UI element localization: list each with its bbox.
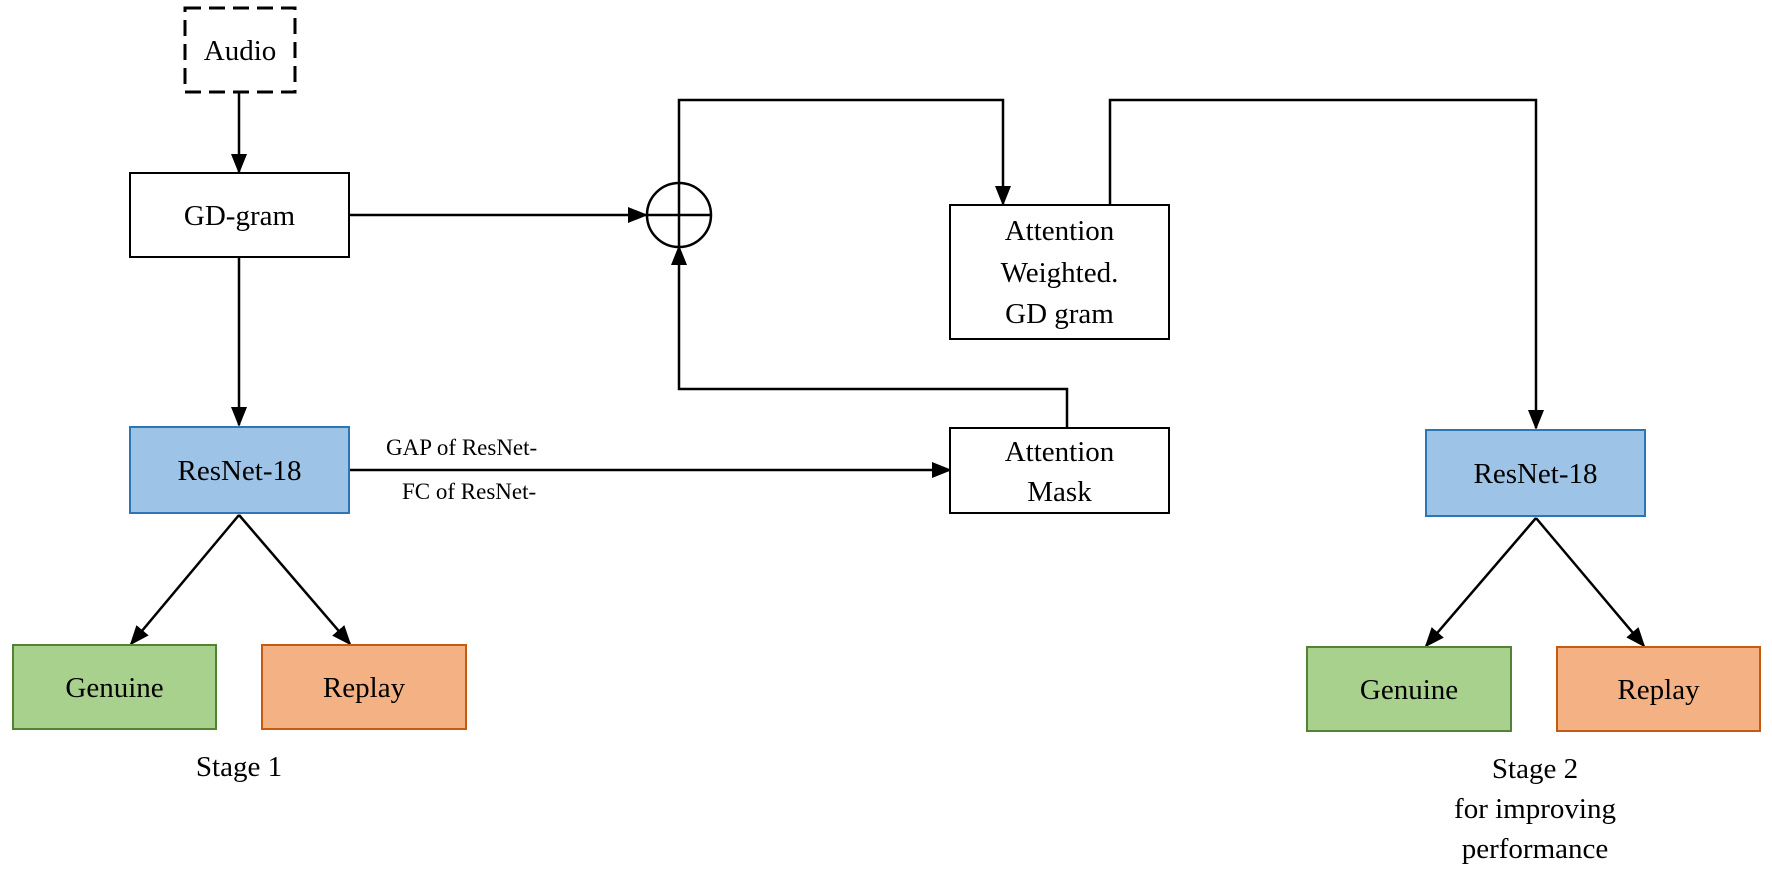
genuine2-box: [1306, 646, 1512, 732]
audio-node: Audio: [183, 6, 297, 94]
gdgram-node: GD-gram: [129, 172, 350, 258]
stage2-caption-line1: Stage 2: [1492, 753, 1578, 785]
audio-label: Audio: [204, 35, 277, 67]
resnet2-box: [1425, 429, 1646, 517]
edge-resnet2-to-replay2: [1535, 517, 1646, 648]
replay1-label: Replay: [323, 672, 406, 704]
stage1-caption: Stage 1: [196, 751, 282, 783]
fc-edge-label: FC of ResNet-: [402, 479, 536, 504]
attmask-label-line1: Attention: [1005, 436, 1115, 468]
replay2-label: Replay: [1617, 674, 1700, 706]
attweighted-label-line1: Attention: [1005, 215, 1115, 247]
attweighted-node: Attention Weighted. GD gram: [949, 204, 1170, 340]
resnet2-node: ResNet-18: [1425, 429, 1646, 517]
replay2-box: [1556, 646, 1761, 732]
attmask-box: [949, 427, 1170, 514]
replay1-box: [261, 644, 467, 730]
gdgram-box: [129, 172, 350, 258]
resnet1-node: ResNet-18: [129, 426, 350, 514]
genuine1-label: Genuine: [65, 672, 163, 704]
genuine1-box: [12, 644, 217, 730]
edge-resnet2-to-genuine2: [1424, 517, 1537, 648]
attweighted-label-line2: Weighted.: [1001, 257, 1119, 289]
replay1-node: Replay: [261, 644, 467, 730]
edge-sum-to-attweighted: [677, 98, 1011, 206]
edge-resnet1-to-genuine1: [129, 514, 240, 646]
gap-edge-label: GAP of ResNet-: [386, 435, 537, 460]
resnet1-box: [129, 426, 350, 514]
sum-node: [645, 181, 713, 249]
resnet1-label: ResNet-18: [177, 455, 301, 487]
genuine2-node: Genuine: [1306, 646, 1512, 732]
genuine2-label: Genuine: [1360, 674, 1458, 706]
audio-box: [183, 6, 297, 94]
stage2-caption-line2: for improving: [1454, 793, 1616, 825]
replay2-node: Replay: [1556, 646, 1761, 732]
edge-attweighted-to-resnet2: [1108, 98, 1544, 430]
edge-attmask-to-sum: [671, 245, 1069, 427]
attweighted-box: [949, 204, 1170, 340]
resnet2-label: ResNet-18: [1473, 458, 1597, 490]
edges: [129, 92, 1646, 648]
attmask-node: Attention Mask: [949, 427, 1170, 514]
attmask-label-line2: Mask: [1027, 476, 1092, 508]
genuine1-node: Genuine: [12, 644, 217, 730]
gdgram-label: GD-gram: [184, 200, 296, 232]
stage2-caption-line3: performance: [1462, 833, 1609, 865]
edge-resnet1-to-replay1: [238, 514, 352, 646]
attweighted-label-line3: GD gram: [1005, 298, 1114, 330]
